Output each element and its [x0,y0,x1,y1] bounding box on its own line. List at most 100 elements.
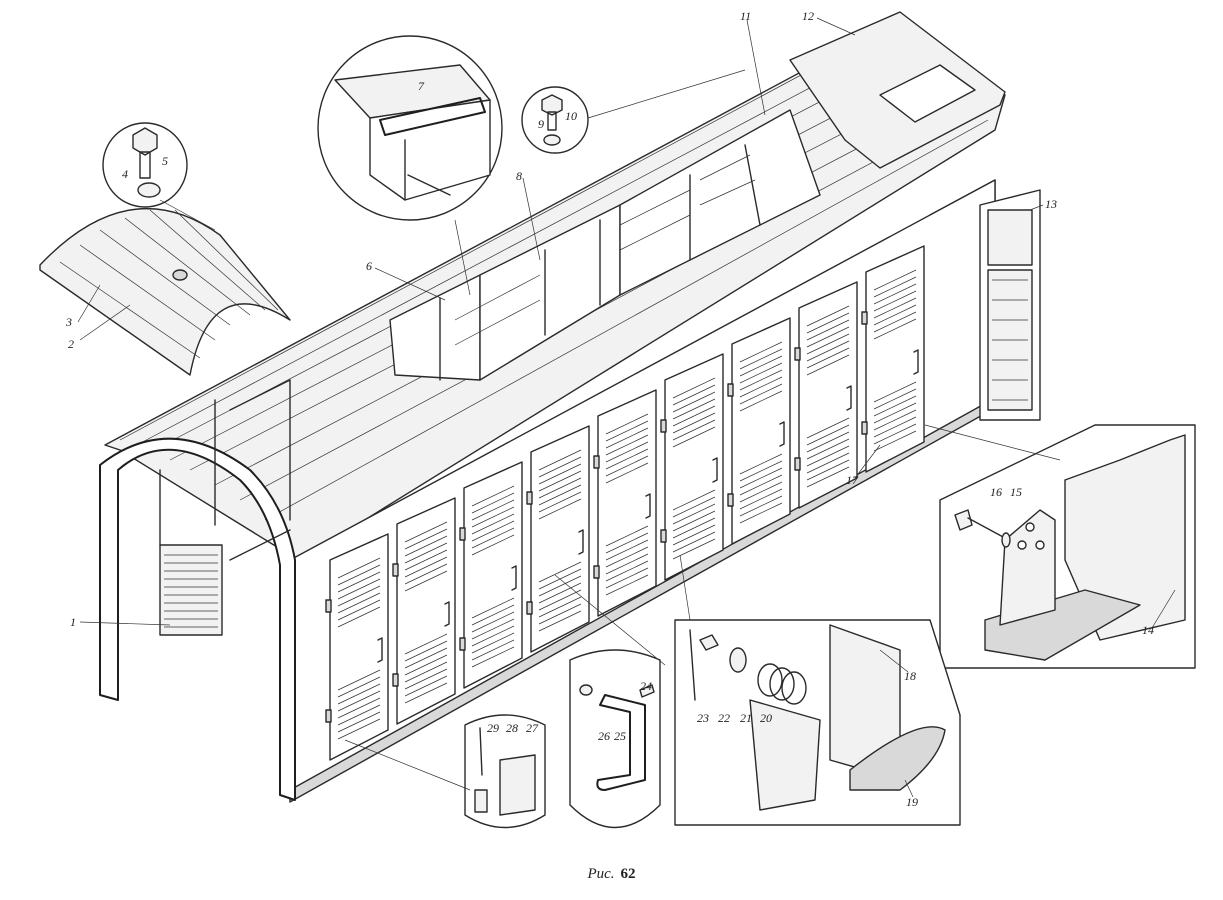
callout-19: 19 [906,795,918,809]
louver-slat [538,498,582,520]
hinge-leaf-icon [499,754,536,816]
louver-slat [471,520,515,542]
louver-slat [337,697,381,719]
louver-slat [806,417,850,439]
hinge-icon [861,311,868,325]
louver-slat [873,304,917,326]
louver-slat [873,402,917,424]
cabinet-door [325,533,389,761]
louver-slat [471,618,515,640]
inner-frame [159,379,291,561]
louver-slat [806,466,850,488]
bolt-shank-icon [139,151,151,179]
hinge-icon [727,383,734,397]
louver-slat [806,424,850,446]
louver-slat [605,434,649,456]
callout-15: 15 [1010,485,1022,499]
door-panel [396,497,456,725]
roof-hatch-opening-11 [619,109,821,296]
washer-icon [137,182,161,198]
louver-slat [471,611,515,633]
louver-slat [739,467,783,489]
louver-slat [739,390,783,412]
louver-slat [337,599,381,621]
louver-slat [471,534,515,556]
louver-slat [404,661,448,683]
callout-12: 12 [802,9,814,23]
cabinet-door [727,317,791,545]
louver-slat [605,441,649,463]
callout-9: 9 [538,117,544,131]
louver-slat [471,527,515,549]
louver-slat [404,675,448,697]
door-louvers-upper [806,305,850,376]
hinge-icon [459,527,466,541]
callout-20: 20 [760,711,772,725]
handle-screw-icon [639,684,655,698]
cabinet-door [593,389,657,617]
louver-slat [672,489,716,511]
louver-slat [739,383,783,405]
callout-26: 26 [598,729,610,743]
detail-handle-24-26 [554,574,666,829]
louver-slat [605,539,649,561]
louver-slat [404,654,448,676]
louver-slat [873,388,917,410]
washer-icon [543,134,561,146]
door-louvers-lower [404,633,448,704]
callout-1: 1 [70,615,76,629]
louver-slat [873,276,917,298]
louver-slat [605,546,649,568]
hinge-icon [861,421,868,435]
door-louvers-upper [739,341,783,412]
callout-10: 10 [565,109,577,123]
lock-washer-icon [729,647,747,673]
louver-slat [873,318,917,340]
callout-29: 29 [487,721,499,735]
cabinet-door [392,497,456,725]
louver-slat [739,502,783,524]
louver-slat [873,395,917,417]
louver-slat [739,488,783,510]
callout-27: 27 [526,721,539,735]
callout-6: 6 [366,259,372,273]
cabinet-door [861,245,925,473]
hinge-icon [392,673,399,687]
louver-slat [337,718,381,740]
louver-slat [605,532,649,554]
louver-slat [337,690,381,712]
door-louvers-upper [404,521,448,592]
detail-bolt-9-10 [521,69,746,154]
hinge-icon [660,419,667,433]
louver-slat [672,517,716,539]
bracket-plate-icon [999,509,1056,626]
louver-slat [538,596,582,618]
louver-slat [806,312,850,334]
louver-slat [538,449,582,471]
hinge-icon [593,455,600,469]
door-louvers-upper [538,449,582,520]
louver-slat [605,427,649,449]
louver-slat [471,597,515,619]
callout-8: 8 [516,169,522,183]
louver-slat [873,409,917,431]
door-panel [597,389,657,617]
lock-spring-icon [757,663,807,705]
door-louvers-lower [605,525,649,596]
callout-4: 4 [122,167,128,181]
louver-slat [873,311,917,333]
louver-slat [471,639,515,661]
louver-slat [471,632,515,654]
louver-slat [471,492,515,514]
door-louvers-upper [672,377,716,448]
louver-slat [471,646,515,668]
callout-28: 28 [506,721,518,735]
louver-slat [672,419,716,441]
louver-slat [739,376,783,398]
louver-slat [873,290,917,312]
end-shutter-louvers [164,554,218,628]
hinge-bushing-icon [474,789,488,813]
louver-slat [337,592,381,614]
door-panel [463,461,523,689]
louver-slat [471,625,515,647]
